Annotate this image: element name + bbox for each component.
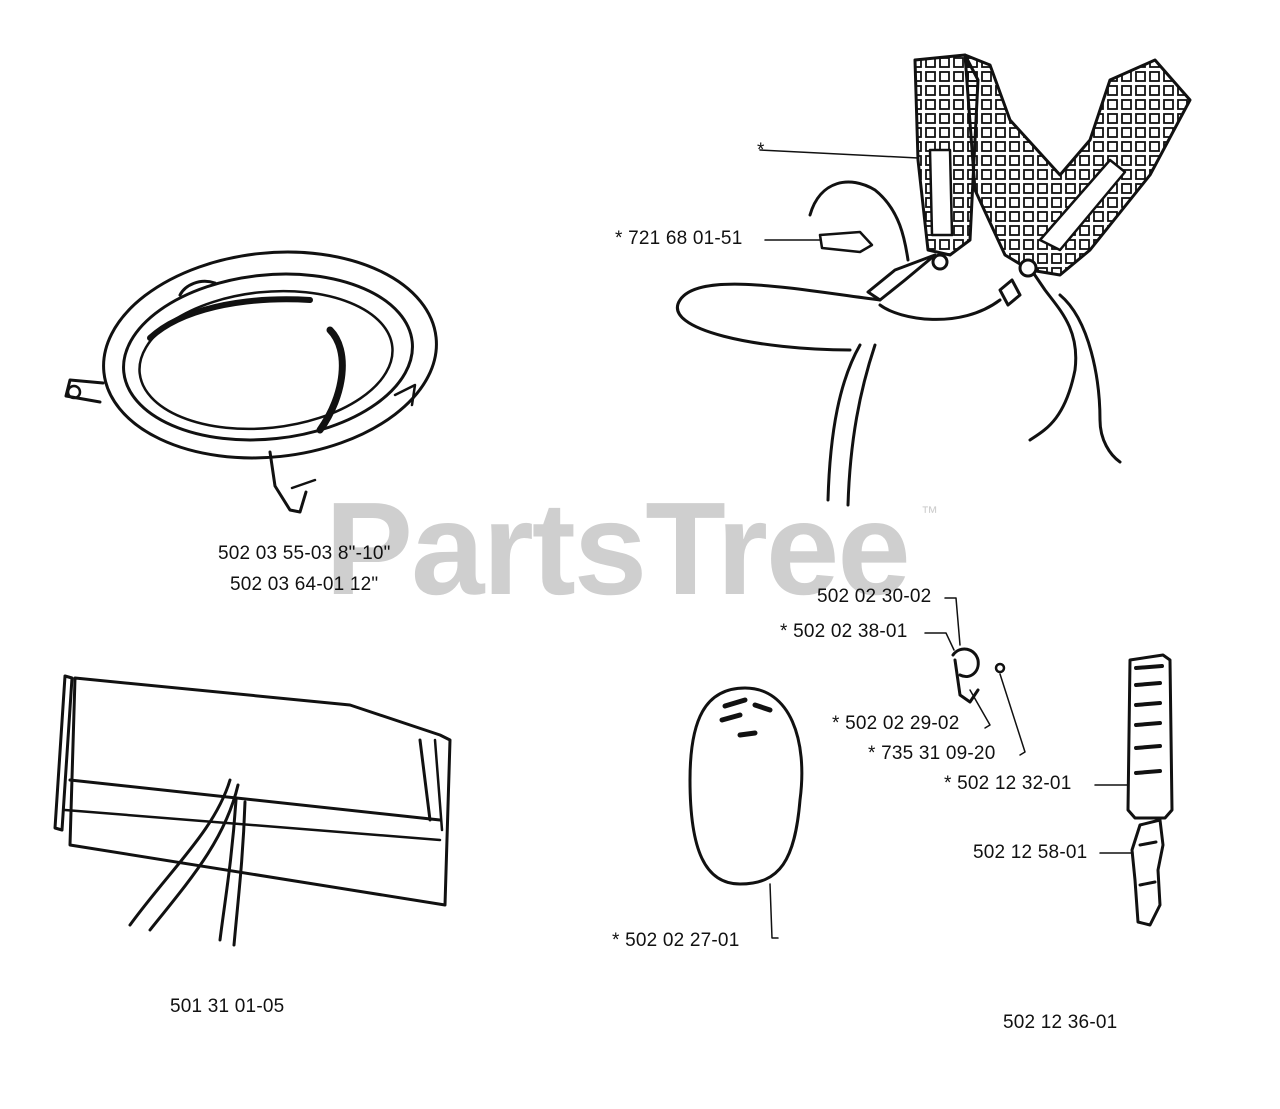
watermark: PartsTree: [325, 475, 911, 622]
trimmer-guard-icon: [64, 250, 438, 514]
label-clip-screw: * 502 02 38-01: [780, 621, 908, 642]
label-clip-top: 502 02 30-02: [817, 586, 932, 607]
trademark-symbol: ™: [921, 503, 938, 522]
harness-clip-icon: [924, 597, 1026, 756]
shoulder-pad-icon: [1094, 653, 1174, 820]
carry-bag-icon: [53, 674, 452, 947]
label-harness-bolt: * 721 68 01-51: [615, 228, 743, 249]
label-hip-pad: * 502 02 27-01: [612, 930, 740, 951]
hip-pad-icon: [688, 686, 804, 939]
label-clip-hook: * 502 02 29-02: [832, 713, 960, 734]
label-harness-star: *: [757, 140, 765, 161]
shoulder-harness-icon: [676, 53, 1192, 507]
label-clip-nut: * 735 31 09-20: [868, 743, 996, 764]
buckle-icon: [1099, 818, 1165, 927]
label-buckle: 502 12 58-01: [973, 842, 1088, 863]
label-guard-line2: 502 03 64-01 12": [230, 574, 379, 595]
label-harness-kit: 502 12 36-01: [1003, 1012, 1118, 1033]
label-guard-line1: 502 03 55-03 8"-10": [218, 543, 391, 564]
label-shoulder-pad: * 502 12 32-01: [944, 773, 1072, 794]
label-carry-bag: 501 31 01-05: [170, 996, 285, 1017]
